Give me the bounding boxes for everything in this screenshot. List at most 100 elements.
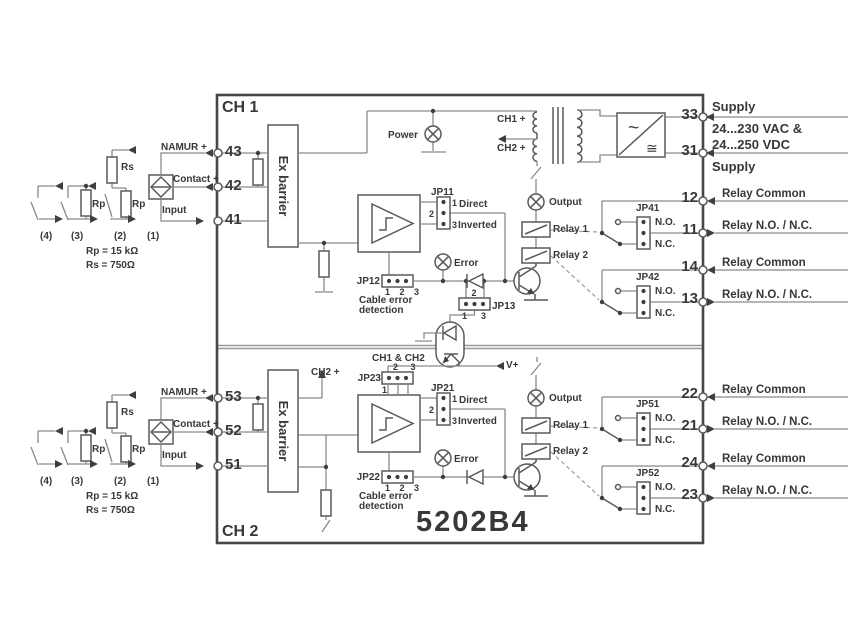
relay-nonc-label-23: Relay N.O. / N.C.: [722, 485, 812, 497]
ex-barrier-label-ch1: Ex barrier: [276, 156, 291, 217]
power-lamp-icon: [424, 125, 442, 143]
diode-ch2: [467, 468, 484, 486]
inverted-label-ch1: Inverted: [458, 220, 497, 231]
jp21-pin3: 3: [452, 416, 457, 426]
jp42-label: JP42: [636, 272, 660, 283]
rp-note-ch2: Rp = 15 kΩ: [86, 491, 138, 502]
terminal-51: 51: [225, 456, 242, 473]
jumper-jp23: [381, 371, 414, 385]
diode-ch1: [467, 272, 484, 290]
terminal-21: 21: [681, 417, 698, 434]
namur-label-ch2: NAMUR +: [161, 387, 207, 398]
contact-label-ch2: Contact +: [173, 419, 219, 430]
terminal-23: 23: [681, 486, 698, 503]
jp13-label: JP13: [492, 301, 516, 312]
cable-error-ch2-line1: Cable error: [359, 491, 412, 502]
error-label-ch1: Error: [454, 258, 479, 269]
rs-label-ch1: Rs: [121, 162, 134, 173]
terminal-24: 24: [681, 454, 698, 471]
supply-vdc: 24...250 VDC: [712, 137, 791, 152]
wiring-ch2: [267, 369, 519, 533]
ch1-and-ch2-label: CH1 & CH2: [372, 353, 425, 364]
device-outline: [215, 93, 705, 545]
terminal-33: 33: [681, 106, 698, 123]
jp21-pin1: 1: [452, 394, 457, 404]
cable-error-ch1-line1: Cable error: [359, 295, 412, 306]
error-lamp-ch1: [434, 253, 452, 271]
namur-label-ch1: NAMUR +: [161, 142, 207, 153]
jumper-jp13: [458, 297, 491, 311]
jumper-jp21: [436, 392, 451, 426]
input-label-ch2: Input: [162, 450, 187, 461]
relay1-label-ch1: Relay 1: [553, 224, 588, 235]
jp13-pin3: 3: [481, 311, 486, 321]
sensor1-label-ch2: (1): [147, 476, 159, 487]
jp52-no-label: N.O.: [655, 482, 676, 493]
jp41-no-label: N.O.: [655, 217, 676, 228]
rs-note-ch2: Rs = 750Ω: [86, 505, 135, 516]
relay1-label-ch2: Relay 1: [553, 420, 588, 431]
sensor2-label-ch1: (2): [114, 231, 126, 242]
supply-label-top: Supply: [712, 99, 756, 114]
vplus-wire: [387, 365, 496, 372]
transformer-icon: [532, 107, 583, 164]
wiring-ch1: [267, 107, 848, 323]
terminal-13: 13: [681, 290, 698, 307]
ch1-title: CH 1: [222, 99, 259, 116]
relay-common-label-14: Relay Common: [722, 257, 806, 269]
jp22-label: JP22: [357, 472, 381, 483]
relay-common-label-24: Relay Common: [722, 453, 806, 465]
vplus-label: V+: [506, 360, 519, 371]
dc-symbol: ≅: [646, 140, 658, 156]
supply-label-bottom: Supply: [712, 159, 756, 174]
ac-symbol: ~: [628, 118, 639, 139]
relay-common-label-12: Relay Common: [722, 188, 806, 200]
jp23-label: JP23: [358, 373, 382, 384]
optocoupler-icon: [415, 321, 465, 368]
error-lamp-ch2: [434, 449, 452, 467]
jp12-label: JP12: [357, 276, 381, 287]
direct-label-ch2: Direct: [459, 395, 488, 406]
sensor4-label-ch2: (4): [40, 476, 52, 487]
comparator-ch2: [357, 394, 421, 453]
cable-error-ch2-line2: detection: [359, 501, 403, 512]
terminal-14: 14: [681, 258, 698, 275]
terminal-22: 22: [681, 385, 698, 402]
contact-label-ch1: Contact +: [173, 174, 219, 185]
output-label-ch2: Output: [549, 393, 582, 404]
power-label: Power: [388, 130, 418, 141]
relay-nonc-label-13: Relay N.O. / N.C.: [722, 289, 812, 301]
direct-label-ch1: Direct: [459, 199, 488, 210]
terminal-53: 53: [225, 388, 242, 405]
jp22-pins: 1 2 3: [385, 483, 423, 493]
ch2-plus-label: CH2 +: [311, 367, 340, 378]
jp52-label: JP52: [636, 468, 660, 479]
ex-barrier-ch2: [267, 369, 299, 493]
jp11-pin3: 3: [452, 220, 457, 230]
relay-nonc-label-21: Relay N.O. / N.C.: [722, 416, 812, 428]
jp51-nc-label: N.C.: [655, 435, 675, 446]
model-number: 5202B4: [416, 506, 530, 538]
jp52-nc-label: N.C.: [655, 504, 675, 515]
jp12-pins: 1 2 3: [385, 287, 423, 297]
jp21-pin2: 2: [429, 405, 434, 415]
ch2-plus-tap-label: CH2 +: [497, 143, 526, 154]
jp41-nc-label: N.C.: [655, 239, 675, 250]
input-label-ch1: Input: [162, 205, 187, 216]
terminal-12: 12: [681, 189, 698, 206]
cable-error-ch1-line2: detection: [359, 305, 403, 316]
terminal-43: 43: [225, 143, 242, 160]
converter-icon: [616, 112, 666, 158]
jumper-jp11: [436, 196, 451, 230]
rp-label-s3-ch2: Rp: [92, 444, 105, 455]
terminal-41: 41: [225, 211, 242, 228]
ch1-plus-label: CH1 +: [497, 114, 526, 125]
jp51-label: JP51: [636, 399, 660, 410]
jp42-nc-label: N.C.: [655, 308, 675, 319]
jumper-jp22: [381, 470, 414, 484]
jp23-pin1: 1: [382, 385, 387, 395]
ch2-title: CH 2: [222, 523, 259, 540]
jp13-pin1: 1: [462, 311, 467, 321]
